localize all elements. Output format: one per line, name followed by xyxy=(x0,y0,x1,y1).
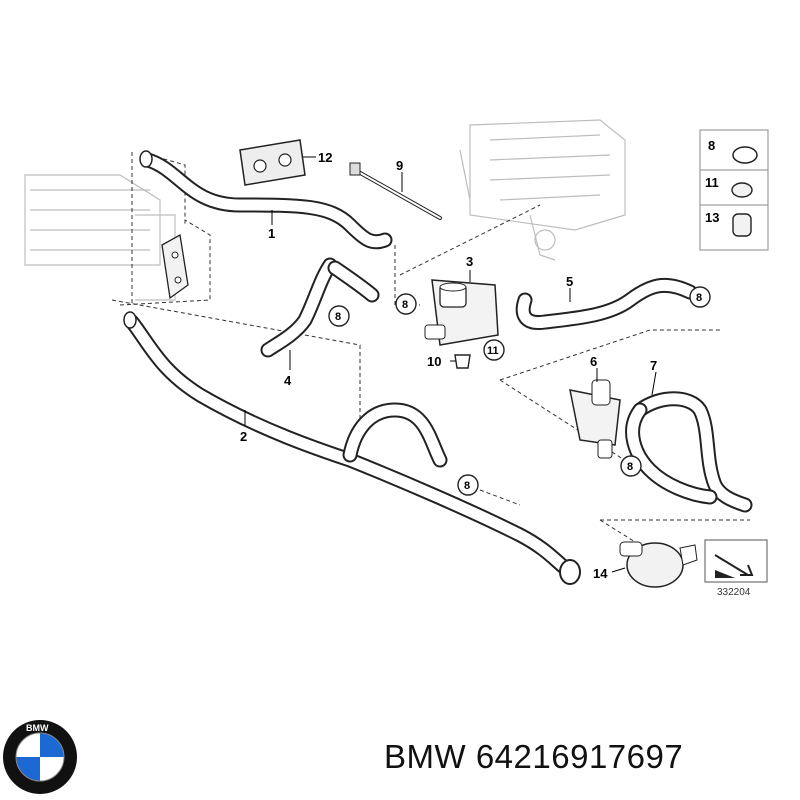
clip-callout-a: 8 xyxy=(402,299,408,311)
callout-labels: 1 2 3 4 5 6 7 9 10 12 14 xyxy=(240,150,657,581)
hose-7 xyxy=(625,391,753,513)
clip-callouts: 8 8 8 8 8 11 xyxy=(328,286,711,496)
cable-tie-9 xyxy=(349,162,442,220)
hose-2 xyxy=(123,311,581,585)
ghost-auxiliary-heater xyxy=(459,119,626,261)
bmw-logo: BMW xyxy=(3,720,77,794)
clip-callout-11: 11 xyxy=(487,345,499,357)
callout-3: 3 xyxy=(466,254,473,269)
pump-14 xyxy=(619,541,698,588)
callout-6: 6 xyxy=(590,354,597,369)
bracket-12 xyxy=(239,139,306,186)
clip-callout-b: 8 xyxy=(335,311,341,323)
part-caption: BMW 64216917697 xyxy=(384,738,683,776)
left-bracket xyxy=(161,233,189,300)
valve-3 xyxy=(424,279,499,346)
callout-1: 1 xyxy=(268,226,275,241)
callout-5: 5 xyxy=(566,274,573,289)
legend-item-11: 11 xyxy=(705,175,719,190)
callout-7: 7 xyxy=(650,358,657,373)
clip-callout-e: 8 xyxy=(464,480,470,492)
callout-10: 10 xyxy=(427,354,441,369)
drawing-number: 332204 xyxy=(717,587,751,598)
callout-2: 2 xyxy=(240,429,247,444)
clip-callout-d: 8 xyxy=(627,461,633,473)
legend-item-13: 13 xyxy=(705,210,719,225)
callout-4: 4 xyxy=(284,373,292,388)
callout-9: 9 xyxy=(396,158,403,173)
grommet-10 xyxy=(454,354,471,369)
caption-brand: BMW xyxy=(384,738,467,775)
hose-4 xyxy=(260,257,380,358)
legend-box: 8 11 13 xyxy=(699,129,769,251)
valve-6 xyxy=(569,379,621,459)
logo-text: BMW xyxy=(26,723,49,733)
callout-12: 12 xyxy=(318,150,332,165)
hose-5 xyxy=(515,277,698,331)
ghost-heater-core xyxy=(24,174,176,301)
caption-part-number: 64216917697 xyxy=(475,738,684,775)
dashed-reference-lines xyxy=(111,152,750,546)
clip-callout-c: 8 xyxy=(696,292,702,304)
hose-1 xyxy=(139,150,393,250)
legend-item-8: 8 xyxy=(708,138,715,153)
orientation-box: 332204 xyxy=(704,539,768,598)
callout-14: 14 xyxy=(593,566,608,581)
